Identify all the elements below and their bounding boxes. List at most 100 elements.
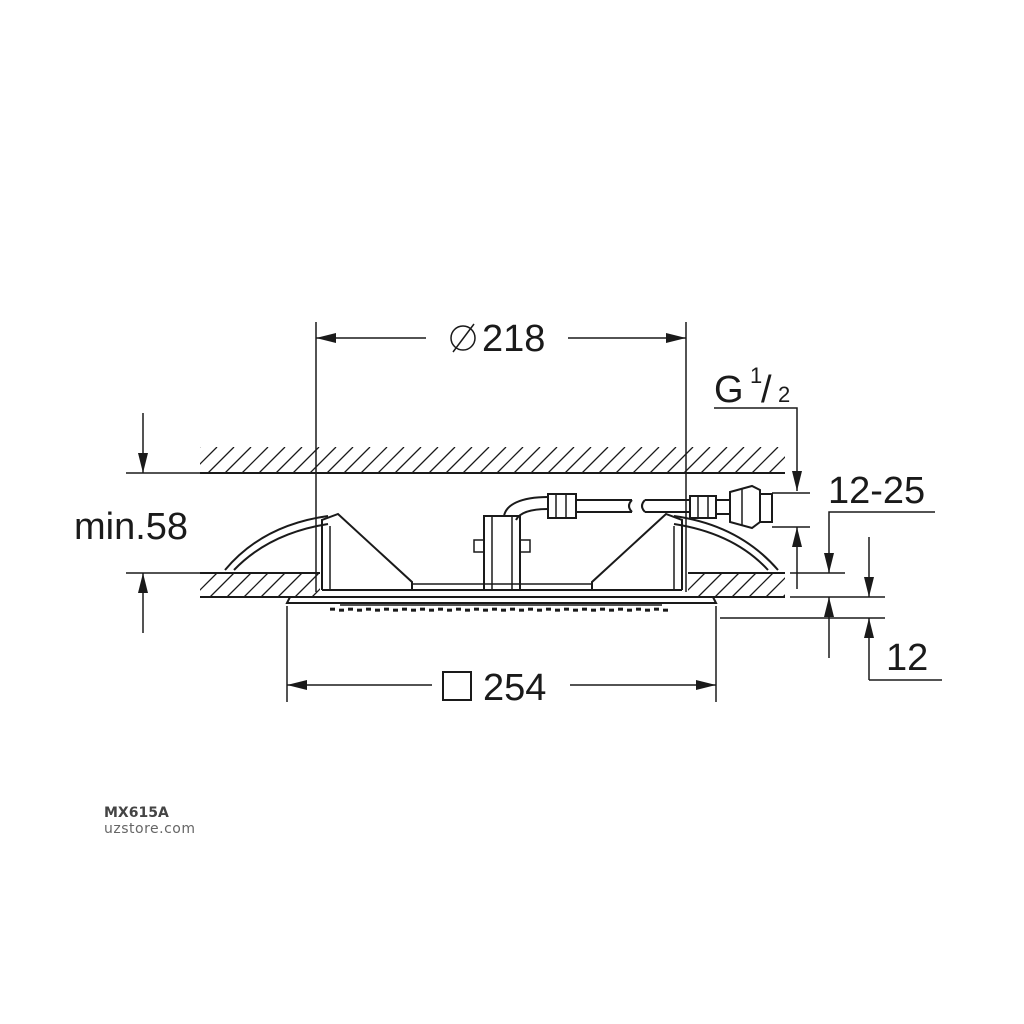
hatch-line	[294, 573, 320, 597]
hatch-line	[496, 447, 524, 473]
nozzle	[456, 607, 461, 611]
hatch-line	[666, 447, 694, 473]
nozzle	[663, 608, 668, 612]
thickness-dimension: 12	[720, 537, 942, 681]
min-depth-dimension: min.58	[74, 413, 200, 633]
thread-label-num: 1	[750, 363, 762, 388]
hatch-line	[309, 447, 337, 473]
hatch-line	[343, 447, 371, 473]
hatch-line	[683, 447, 711, 473]
nozzle	[474, 607, 479, 611]
hatch-line	[360, 447, 388, 473]
hatch-line	[200, 447, 218, 465]
nozzle	[366, 607, 371, 611]
diameter-label: 218	[482, 318, 545, 360]
hatch-line	[462, 447, 490, 473]
hatch-line	[598, 447, 626, 473]
nozzle	[501, 608, 506, 612]
hatch-line	[479, 447, 507, 473]
hatch-line	[649, 447, 677, 473]
range-dimension: 12-25	[772, 470, 935, 589]
nozzle	[618, 607, 623, 611]
nozzle	[348, 607, 353, 611]
shower-body	[224, 484, 779, 612]
square-dimension: 254	[286, 606, 717, 709]
hatch-line	[697, 573, 723, 597]
hatch-line	[632, 447, 660, 473]
nozzle	[393, 608, 398, 612]
hatch-line	[445, 447, 473, 473]
hatch-line	[547, 447, 575, 473]
hatch-line	[615, 447, 643, 473]
nozzle	[375, 608, 380, 612]
hatch-line	[782, 594, 785, 597]
nozzle	[429, 608, 434, 612]
hatch-line	[258, 447, 286, 473]
range-label: 12-25	[828, 470, 925, 512]
thread-label-slash: /	[761, 369, 772, 411]
thickness-label: 12	[886, 637, 928, 679]
hatch-line	[688, 573, 689, 574]
nozzle	[330, 607, 335, 611]
hatch-line	[411, 447, 439, 473]
hatch-line	[209, 573, 235, 597]
site-watermark: uzstore.com	[104, 821, 196, 837]
nozzle	[411, 608, 416, 612]
nozzle	[573, 608, 578, 612]
hatch-line	[751, 447, 779, 473]
nozzle	[483, 608, 488, 612]
hatch-line	[581, 447, 609, 473]
min-depth-label: min.58	[74, 506, 188, 548]
nozzle	[555, 608, 560, 612]
thread-label-base: G	[714, 369, 744, 411]
hatch-line	[275, 447, 303, 473]
ceiling-slab	[200, 447, 829, 474]
nozzle	[447, 608, 452, 612]
nozzle	[600, 607, 605, 611]
hatch-line	[326, 447, 354, 473]
nozzle	[645, 608, 650, 612]
nozzle	[519, 608, 524, 612]
hatch-line	[734, 447, 762, 473]
hatch-line	[803, 447, 829, 473]
hatch-line	[714, 573, 740, 597]
hatch-line	[292, 447, 320, 473]
hatch-line	[200, 573, 218, 591]
nozzle	[654, 607, 659, 611]
hatch-line	[717, 447, 745, 473]
hatch-line	[241, 447, 269, 473]
nozzle	[546, 607, 551, 611]
nozzle	[510, 607, 515, 611]
model-code: MX615A	[104, 805, 169, 821]
hatch-line	[748, 573, 774, 597]
hatch-line	[329, 573, 353, 597]
hatch-line	[200, 447, 201, 448]
nozzle	[339, 608, 344, 612]
hatch-line	[564, 447, 592, 473]
hatch-line	[688, 573, 706, 591]
thread-dimension: G 1 / 2	[714, 363, 802, 491]
nozzle	[402, 607, 407, 611]
nozzle	[528, 607, 533, 611]
hatch-line	[277, 573, 303, 597]
hatch-line	[260, 573, 286, 597]
ceiling-panel	[200, 572, 785, 598]
nozzle	[438, 607, 443, 611]
nozzle	[636, 607, 641, 611]
hatch-line	[513, 447, 541, 473]
nozzle	[357, 608, 362, 612]
nozzle	[564, 607, 569, 611]
hatch-line	[768, 456, 785, 473]
hatch-line	[226, 573, 252, 597]
hatch-line	[311, 588, 320, 597]
nozzle	[591, 608, 596, 612]
nozzle	[537, 608, 542, 612]
square-label: 254	[483, 667, 546, 709]
hatch-line	[243, 573, 269, 597]
hatch-line	[224, 447, 252, 473]
nozzle	[627, 608, 632, 612]
hatch-line	[765, 577, 785, 597]
hatch-line	[731, 573, 757, 597]
nozzle	[582, 607, 587, 611]
nozzle	[609, 608, 614, 612]
